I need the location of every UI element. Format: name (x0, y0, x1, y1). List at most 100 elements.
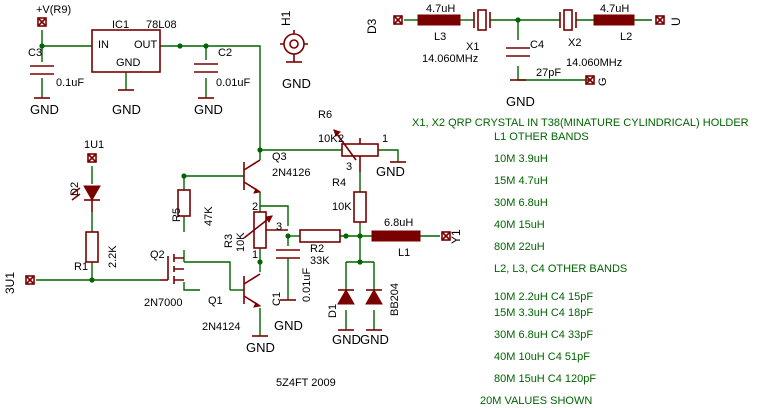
label-gnd-q1: GND (246, 340, 275, 355)
inductor-l2-body (593, 14, 635, 26)
transistor-q3-symbol (243, 159, 262, 194)
label-gnd-bb204: GND (360, 332, 389, 347)
label-q1: Q1 (208, 295, 223, 307)
label-q1-part: 2N4124 (202, 321, 241, 333)
note-l1-80m: 80M 22uH (494, 241, 545, 253)
label-h1: H1 (279, 10, 293, 26)
terminals (25, 15, 665, 285)
label-gnd-c2: GND (194, 102, 223, 117)
label-c1: C1 (271, 292, 283, 306)
h1-mounting-hole (280, 30, 308, 62)
label-r3-pin1: 1 (252, 249, 258, 261)
label-d1: D1 (327, 304, 339, 318)
label-l3: L3 (434, 31, 446, 43)
terminal-u (655, 15, 665, 25)
label-d2: D2 (69, 182, 81, 196)
label-r6-pin1: 1 (382, 133, 388, 145)
varactor-d1-bb204-symbol (337, 288, 383, 305)
junctions (39, 17, 521, 283)
label-x1-freq: 14.060MHz (422, 53, 478, 65)
label-x1: X1 (466, 41, 479, 53)
label-gnd-ic: GND (112, 102, 141, 117)
transistor-q1-symbol (243, 273, 262, 308)
capacitor-c2-symbol (194, 63, 218, 73)
label-r2-value: 33K (310, 255, 330, 267)
terminal-y1 (441, 231, 451, 241)
inductor-l1-body (371, 230, 421, 242)
label-u: U (669, 17, 683, 26)
label-g: G (597, 77, 609, 86)
label-ic1: IC1 (112, 19, 129, 31)
label-bb204: BB204 (389, 283, 401, 316)
label-in: IN (98, 39, 109, 51)
label-r3: R3 (223, 234, 235, 248)
label-gnd-d1: GND (332, 332, 361, 347)
label-c3-value: 0.1uF (56, 77, 84, 89)
note-crystal-holder: X1, X2 QRP CRYSTAL IN T38(MINATURE CYLIN… (412, 117, 749, 129)
terminal-d3 (393, 15, 403, 25)
label-r6: R6 (318, 109, 332, 121)
label-gnd-c1: GND (274, 318, 303, 333)
resistor-r2-body (299, 229, 341, 243)
label-3u1: 3U1 (3, 272, 17, 294)
notes: X1, X2 QRP CRYSTAL IN T38(MINATURE CYLIN… (412, 117, 749, 407)
capacitor-c3-symbol (30, 65, 54, 75)
note-l2-30m: 30M 6.8uH C4 33pF (494, 329, 593, 341)
note-l1-30m: 30M 6.8uH (494, 197, 548, 209)
label-d3: D3 (365, 18, 379, 34)
terminal-3u1 (25, 275, 35, 285)
note-l1-40m: 40M 15uH (494, 219, 545, 231)
label-x2: X2 (568, 37, 581, 49)
label-r2: R2 (310, 243, 324, 255)
label-gnd-c3: GND (30, 102, 59, 117)
label-1u1: 1U1 (84, 139, 104, 151)
label-gnd-c4: GND (506, 94, 535, 109)
label-r3-pin2: 2 (252, 201, 258, 213)
label-l3-value: 4.7uH (426, 3, 455, 15)
label-c4-value: 27pF (536, 67, 561, 79)
label-r1: R1 (74, 261, 88, 273)
label-l1: L1 (398, 247, 410, 259)
note-20m-shown: 20M VALUES SHOWN (480, 395, 592, 407)
label-out: OUT (134, 39, 158, 51)
label-r6-pin3: 3 (346, 161, 352, 173)
label-q3: Q3 (272, 151, 287, 163)
label-r3-pin3: 3 (276, 221, 282, 233)
resistor-r4-body (353, 191, 367, 223)
label-q2: Q2 (150, 249, 165, 261)
label-c4: C4 (530, 39, 544, 51)
label-r4-value: 10K (332, 201, 352, 213)
label-c1-value: 0.01uF (301, 267, 313, 302)
terminal-g (585, 75, 595, 85)
capacitor-c1-symbol (276, 249, 300, 280)
labels: +V(R9) IC1 78L08 IN OUT GND C3 0.1uF C2 … (3, 3, 683, 389)
note-l2-15m: 15M 3.3uH C4 18pF (494, 307, 593, 319)
inductor-l3-body (417, 14, 461, 26)
note-l1-10m: 10M 3.9uH (494, 153, 548, 165)
crystal-x1-symbol (473, 9, 491, 31)
label-c3: C3 (28, 47, 42, 59)
label-c2-value: 0.01uF (216, 77, 251, 89)
label-ic-gnd: GND (116, 57, 141, 69)
ground-symbols (34, 61, 526, 337)
note-l1-15m: 15M 4.7uH (494, 175, 548, 187)
label-r6-value: 10K (318, 133, 338, 145)
note-l2-40m: 40M 10uH C4 51pF (494, 351, 590, 363)
potentiometer-r6-symbol (333, 129, 379, 172)
label-vr9: +V(R9) (36, 4, 71, 16)
note-l2-10m: 10M 2.2uH C4 15pF (494, 291, 593, 303)
label-author: 5Z4FT 2009 (276, 377, 336, 389)
label-q3-part: 2N4126 (272, 167, 311, 179)
label-x2-freq: 14.060MHz (566, 57, 622, 69)
label-gnd-h1: GND (282, 76, 311, 91)
capacitor-c4-symbol (506, 47, 530, 57)
label-l1-value: 6.8uH (384, 217, 413, 229)
label-gnd-r6: GND (376, 164, 405, 179)
label-r6-pin2: 2 (338, 133, 344, 145)
crystal-x2-symbol (559, 9, 577, 31)
label-l2-value: 4.7uH (600, 3, 629, 15)
terminal-1u1 (87, 153, 97, 163)
terminal-vr9 (37, 17, 47, 27)
